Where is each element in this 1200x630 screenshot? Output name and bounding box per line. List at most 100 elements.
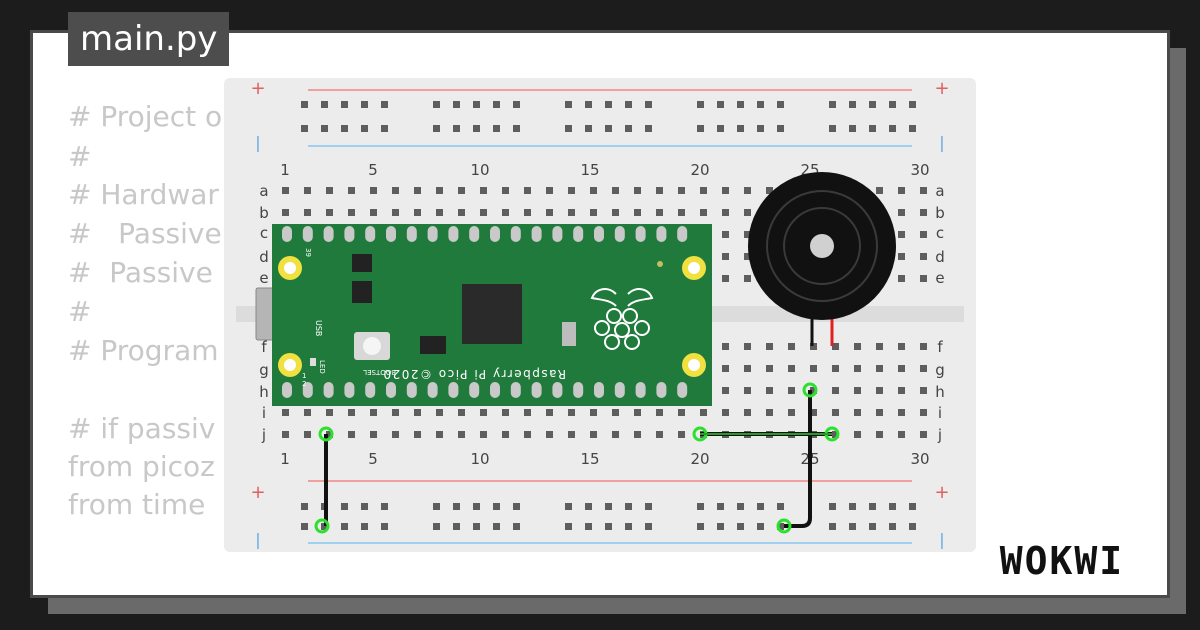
breadboard-hole[interactable]	[493, 125, 500, 132]
breadboard-hole[interactable]	[788, 409, 795, 416]
breadboard-hole[interactable]	[876, 365, 883, 372]
pico-board[interactable]: USB BOOTSEL 39 LED 1 2 Raspberry Pi Pico…	[255, 224, 712, 406]
breadboard-hole[interactable]	[326, 209, 333, 216]
breadboard-hole[interactable]	[645, 101, 652, 108]
breadboard-hole[interactable]	[634, 187, 641, 194]
breadboard-hole[interactable]	[605, 523, 612, 530]
breadboard-hole[interactable]	[898, 275, 905, 282]
breadboard-hole[interactable]	[849, 125, 856, 132]
breadboard-hole[interactable]	[321, 125, 328, 132]
breadboard-hole[interactable]	[920, 187, 927, 194]
breadboard-hole[interactable]	[829, 125, 836, 132]
breadboard-hole[interactable]	[788, 365, 795, 372]
wire-joint[interactable]	[318, 426, 334, 442]
breadboard-hole[interactable]	[625, 125, 632, 132]
pico-pin[interactable]	[635, 382, 646, 398]
breadboard-hole[interactable]	[282, 431, 289, 438]
breadboard-hole[interactable]	[565, 523, 572, 530]
breadboard-hole[interactable]	[433, 523, 440, 530]
breadboard-hole[interactable]	[920, 343, 927, 350]
pico-pin[interactable]	[656, 226, 667, 242]
breadboard-hole[interactable]	[453, 101, 460, 108]
breadboard-hole[interactable]	[678, 431, 685, 438]
breadboard-hole[interactable]	[744, 209, 751, 216]
wire-buzzer-gnd[interactable]	[784, 390, 812, 528]
breadboard-hole[interactable]	[524, 187, 531, 194]
breadboard-hole[interactable]	[876, 409, 883, 416]
breadboard-hole[interactable]	[565, 125, 572, 132]
breadboard-hole[interactable]	[920, 209, 927, 216]
breadboard-hole[interactable]	[513, 503, 520, 510]
breadboard-hole[interactable]	[392, 209, 399, 216]
breadboard-hole[interactable]	[321, 101, 328, 108]
breadboard-hole[interactable]	[777, 503, 784, 510]
breadboard-hole[interactable]	[810, 409, 817, 416]
breadboard-hole[interactable]	[348, 409, 355, 416]
breadboard-hole[interactable]	[493, 101, 500, 108]
breadboard-hole[interactable]	[473, 101, 480, 108]
breadboard-hole[interactable]	[889, 503, 896, 510]
breadboard-hole[interactable]	[697, 125, 704, 132]
breadboard-hole[interactable]	[348, 209, 355, 216]
breadboard-hole[interactable]	[513, 125, 520, 132]
breadboard-hole[interactable]	[392, 409, 399, 416]
breadboard-hole[interactable]	[625, 503, 632, 510]
breadboard-hole[interactable]	[524, 209, 531, 216]
breadboard-hole[interactable]	[301, 101, 308, 108]
breadboard-hole[interactable]	[370, 187, 377, 194]
breadboard-hole[interactable]	[722, 253, 729, 260]
breadboard-hole[interactable]	[321, 523, 328, 530]
breadboard-hole[interactable]	[722, 231, 729, 238]
pico-pin[interactable]	[406, 382, 417, 398]
breadboard-hole[interactable]	[898, 231, 905, 238]
breadboard-hole[interactable]	[854, 431, 861, 438]
breadboard-hole[interactable]	[656, 209, 663, 216]
breadboard-hole[interactable]	[869, 523, 876, 530]
breadboard-hole[interactable]	[909, 101, 916, 108]
breadboard-hole[interactable]	[869, 125, 876, 132]
breadboard-hole[interactable]	[605, 125, 612, 132]
breadboard-hole[interactable]	[341, 523, 348, 530]
breadboard-hole[interactable]	[301, 503, 308, 510]
pico-pin[interactable]	[386, 226, 396, 242]
breadboard-hole[interactable]	[744, 365, 751, 372]
breadboard-hole[interactable]	[473, 125, 480, 132]
breadboard-hole[interactable]	[832, 409, 839, 416]
breadboard-hole[interactable]	[920, 253, 927, 260]
breadboard-hole[interactable]	[717, 101, 724, 108]
breadboard-hole[interactable]	[700, 409, 707, 416]
breadboard-hole[interactable]	[348, 187, 355, 194]
breadboard-hole[interactable]	[898, 187, 905, 194]
pico-pin[interactable]	[448, 382, 459, 398]
pico-pin[interactable]	[323, 382, 334, 398]
breadboard-hole[interactable]	[744, 253, 751, 260]
breadboard-hole[interactable]	[436, 209, 443, 216]
breadboard-hole[interactable]	[513, 101, 520, 108]
breadboard-hole[interactable]	[625, 101, 632, 108]
breadboard-hole[interactable]	[341, 503, 348, 510]
breadboard-hole[interactable]	[757, 503, 764, 510]
breadboard-hole[interactable]	[524, 409, 531, 416]
breadboard-hole[interactable]	[453, 523, 460, 530]
pico-pin[interactable]	[386, 382, 396, 398]
pico-pin[interactable]	[406, 226, 417, 242]
breadboard-hole[interactable]	[304, 209, 311, 216]
breadboard-hole[interactable]	[645, 503, 652, 510]
bootsel-button-cap[interactable]	[363, 337, 381, 355]
breadboard-hole[interactable]	[757, 523, 764, 530]
breadboard-hole[interactable]	[889, 523, 896, 530]
breadboard-hole[interactable]	[898, 209, 905, 216]
breadboard-hole[interactable]	[546, 409, 553, 416]
breadboard-hole[interactable]	[568, 409, 575, 416]
breadboard-hole[interactable]	[766, 409, 773, 416]
breadboard-hole[interactable]	[889, 125, 896, 132]
breadboard-hole[interactable]	[722, 409, 729, 416]
breadboard-hole[interactable]	[634, 409, 641, 416]
breadboard-hole[interactable]	[909, 523, 916, 530]
breadboard-hole[interactable]	[744, 343, 751, 350]
breadboard-hole[interactable]	[744, 187, 751, 194]
breadboard-hole[interactable]	[722, 275, 729, 282]
breadboard-hole[interactable]	[898, 409, 905, 416]
breadboard-hole[interactable]	[810, 343, 817, 350]
pico-pin[interactable]	[594, 226, 604, 242]
